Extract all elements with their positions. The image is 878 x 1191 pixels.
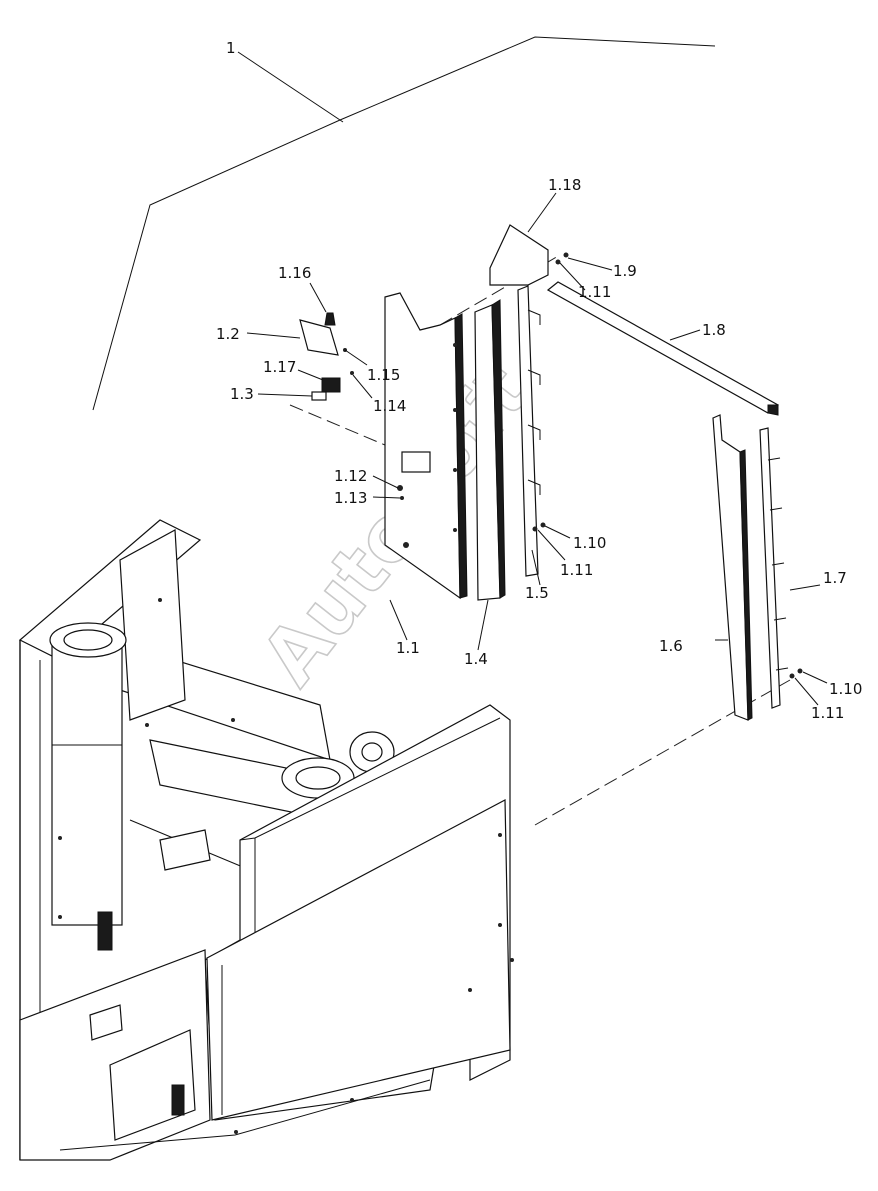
callout-1-14: 1.14: [373, 397, 406, 415]
callout-labels: 1 1.1 1.2 1.3 1.4 1.5 1.6 1.7 1.8 1.9 1.…: [216, 39, 862, 722]
callout-1-15: 1.15: [367, 366, 400, 384]
callout-1-3: 1.3: [230, 385, 254, 403]
callout-1-4: 1.4: [464, 650, 488, 668]
part-1-1-panel: [384, 292, 468, 600]
callout-1-16: 1.16: [278, 264, 311, 282]
callout-1-2: 1.2: [216, 325, 240, 343]
callout-1-12: 1.12: [334, 467, 367, 485]
callout-1-11-b: 1.11: [560, 561, 593, 579]
part-1-5-bracket: [517, 285, 541, 577]
assembly-bracket-line: [92, 36, 716, 411]
frame-holes: [58, 598, 514, 1134]
callout-1-10-b: 1.10: [829, 680, 862, 698]
callout-1-9: 1.9: [613, 262, 637, 280]
callout-1-10-a: 1.10: [573, 534, 606, 552]
callout-1-11-c: 1.11: [811, 704, 844, 722]
callout-1-18: 1.18: [548, 176, 581, 194]
callout-1-7: 1.7: [823, 569, 847, 587]
part-1-4-panel: [474, 299, 506, 601]
callout-1-5: 1.5: [525, 584, 549, 602]
part-1-18-bracket: [489, 224, 569, 286]
part-1-6-panel: [712, 414, 753, 721]
callout-1-13: 1.13: [334, 489, 367, 507]
part-1-7-bracket: [759, 427, 789, 709]
callout-1-17: 1.17: [263, 358, 296, 376]
small-hardware: [299, 312, 803, 679]
callout-1-8: 1.8: [702, 321, 726, 339]
callout-1-1: 1.1: [396, 639, 420, 657]
callout-1-11-a: 1.11: [578, 283, 611, 301]
callout-1-6: 1.6: [659, 637, 683, 655]
leader-lines: [246, 192, 828, 706]
callout-1: 1: [226, 39, 236, 57]
machine-frame: [18, 519, 514, 1161]
part-1-8-bar: [546, 281, 780, 416]
